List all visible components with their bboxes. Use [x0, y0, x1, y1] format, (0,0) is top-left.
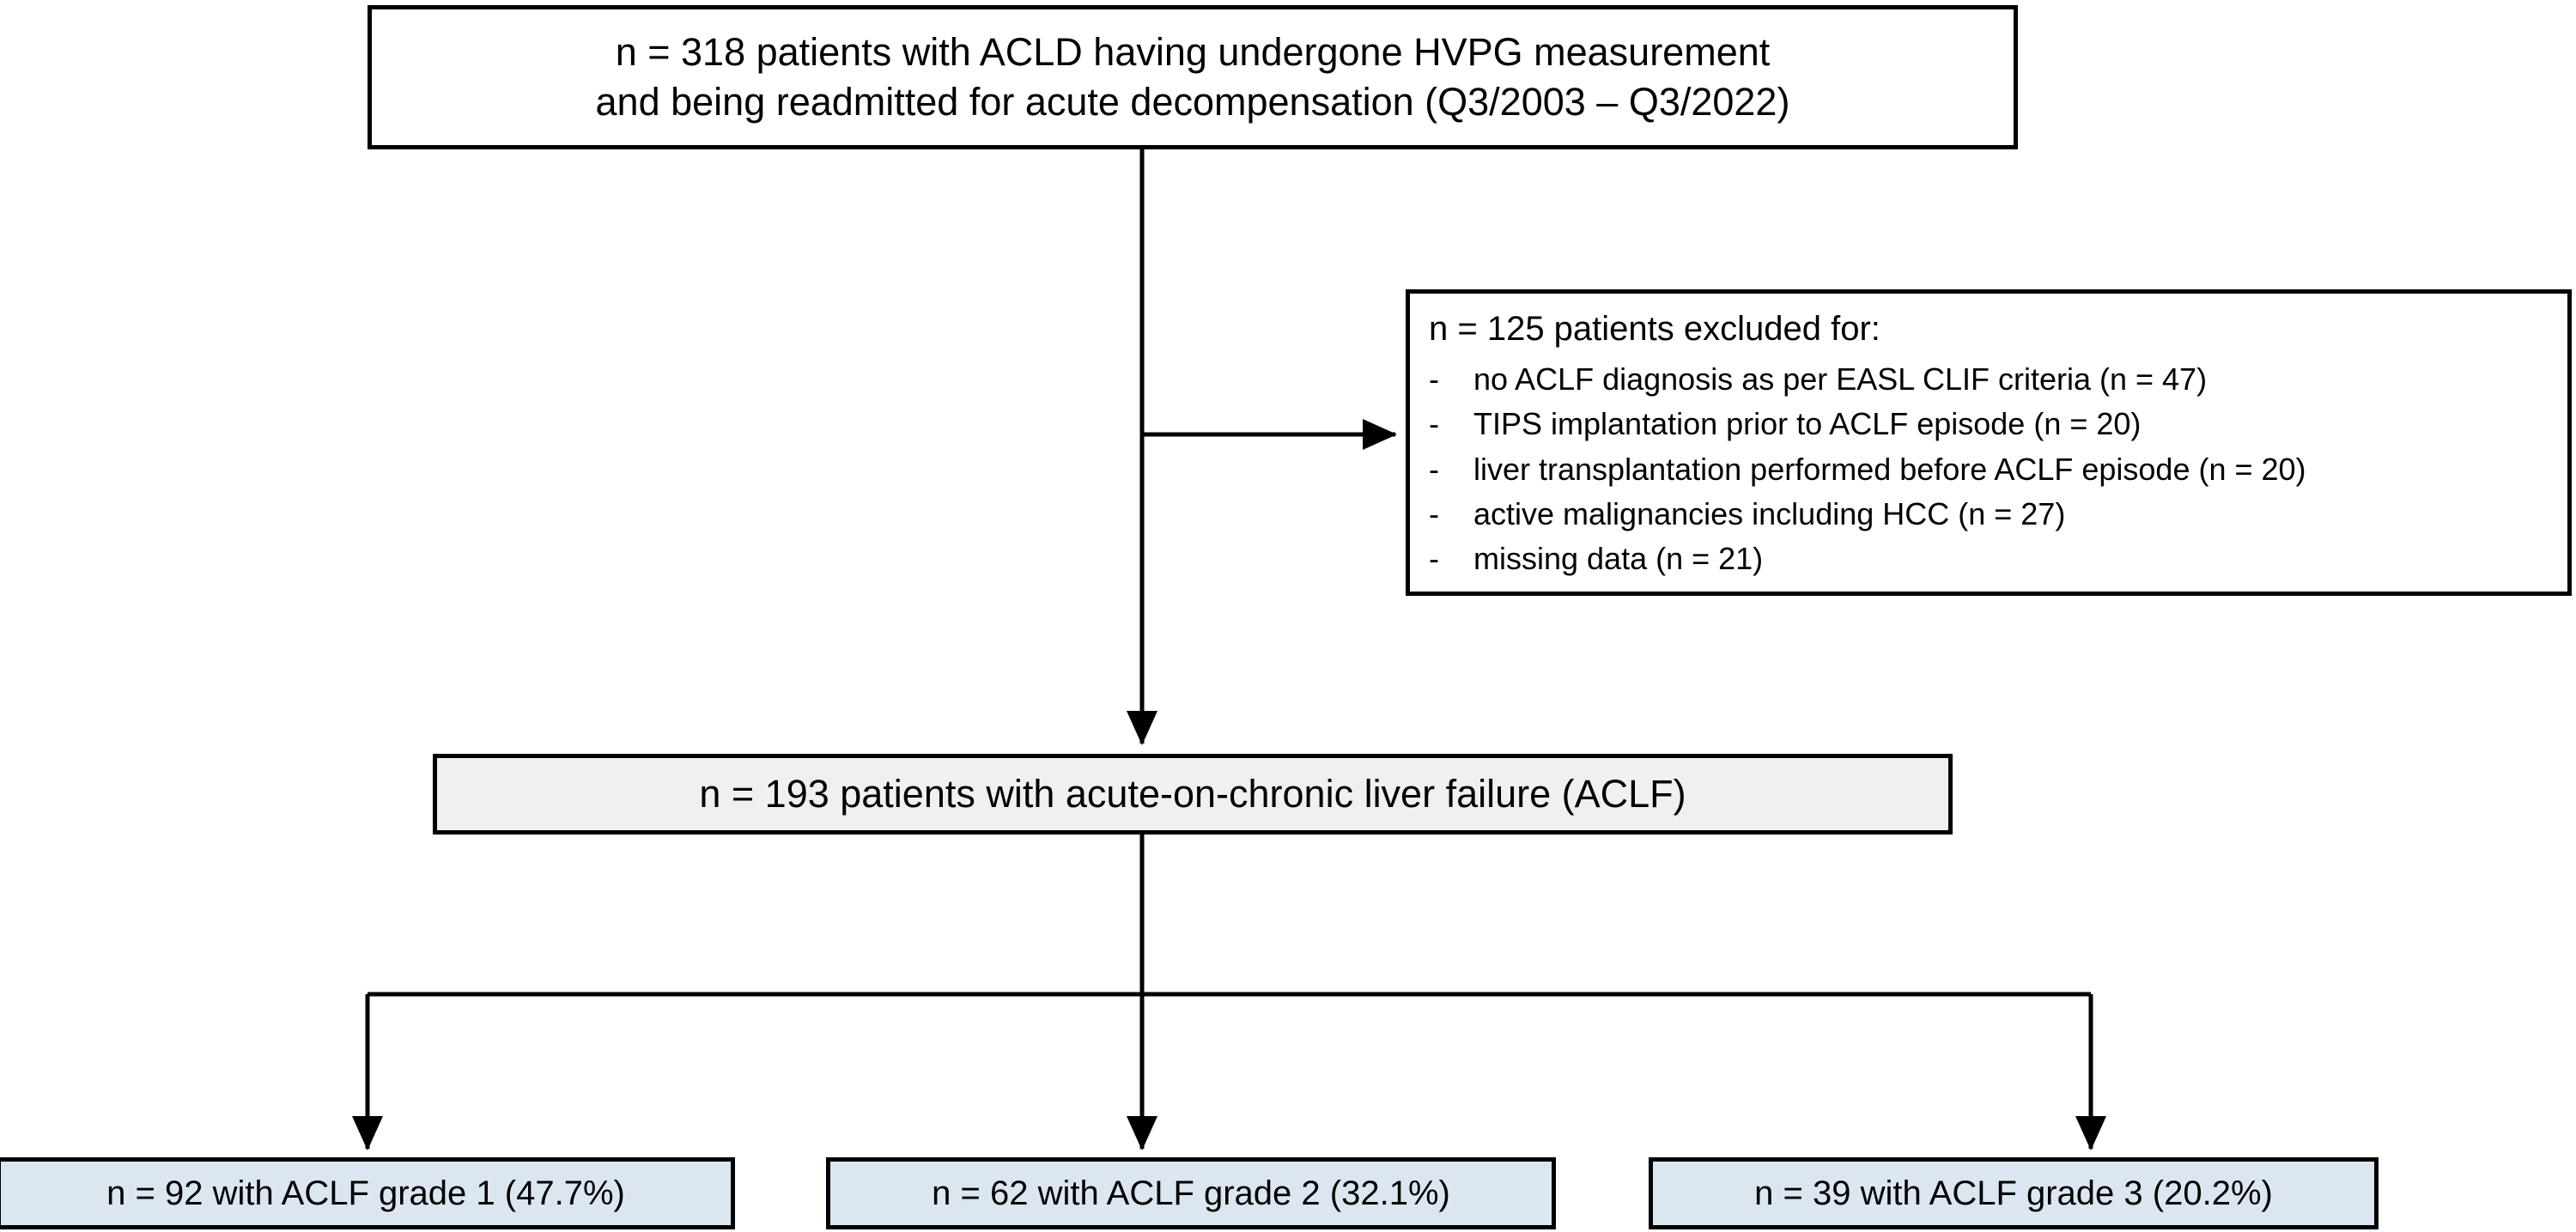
bullet-dash: - — [1429, 451, 1439, 487]
list-item-label: missing data (n = 21) — [1473, 541, 1764, 577]
list-item: - no ACLF diagnosis as per EASL CLIF cri… — [1429, 361, 2554, 397]
bullet-dash: - — [1429, 495, 1439, 531]
list-item: - missing data (n = 21) — [1429, 541, 2554, 577]
list-item-label: active malignancies including HCC (n = 2… — [1473, 495, 2066, 531]
list-item: - liver transplantation performed before… — [1429, 452, 2554, 487]
node-aclf-grade-2-label: n = 62 with ACLF grade 2 (32.1%) — [932, 1174, 1450, 1212]
connector-aclf-total-to-grades — [352, 834, 2106, 1151]
bullet-dash: - — [1429, 361, 1439, 397]
list-item-label: liver transplantation performed before A… — [1473, 451, 2306, 487]
list-item-label: no ACLF diagnosis as per EASL CLIF crite… — [1473, 361, 2208, 397]
node-cohort: n = 318 patients with ACLD having underg… — [368, 5, 2018, 149]
node-aclf-total-label: n = 193 patients with acute-on-chronic l… — [699, 771, 1686, 816]
node-exclusions-list: - no ACLF diagnosis as per EASL CLIF cri… — [1429, 361, 2554, 577]
node-aclf-total: n = 193 patients with acute-on-chronic l… — [433, 754, 1953, 834]
node-exclusions: n = 125 patients excluded for: - no ACLF… — [1406, 289, 2572, 596]
node-aclf-grade-1-label: n = 92 with ACLF grade 1 (47.7%) — [106, 1174, 625, 1212]
list-item: - TIPS implantation prior to ACLF episod… — [1429, 406, 2554, 442]
bullet-dash: - — [1429, 406, 1439, 442]
node-exclusions-title: n = 125 patients excluded for: — [1429, 310, 1880, 348]
bullet-dash: - — [1429, 541, 1439, 577]
node-aclf-grade-3: n = 39 with ACLF grade 3 (20.2%) — [1649, 1157, 2379, 1229]
node-cohort-label: n = 318 patients with ACLD having underg… — [595, 29, 1790, 124]
node-aclf-grade-2: n = 62 with ACLF grade 2 (32.1%) — [826, 1157, 1556, 1229]
node-aclf-grade-1: n = 92 with ACLF grade 1 (47.7%) — [0, 1157, 735, 1229]
list-item: - active malignancies including HCC (n =… — [1429, 495, 2554, 531]
node-aclf-grade-3-label: n = 39 with ACLF grade 3 (20.2%) — [1754, 1174, 2273, 1212]
list-item-label: TIPS implantation prior to ACLF episode … — [1473, 406, 2142, 442]
